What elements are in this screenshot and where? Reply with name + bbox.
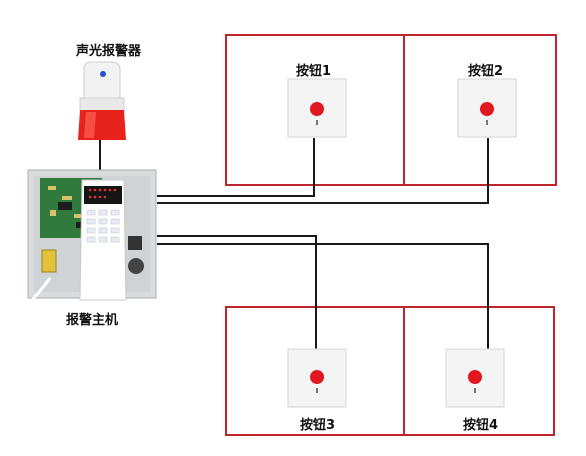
siren-label: 声光报警器 bbox=[76, 44, 142, 59]
siren-device bbox=[78, 61, 126, 140]
emergency-button-2 bbox=[457, 78, 517, 138]
wire-button-3 bbox=[157, 235, 317, 350]
wire-button-1 bbox=[157, 138, 315, 197]
button-3-label: 按钮3 bbox=[300, 418, 336, 433]
emergency-button-3 bbox=[287, 348, 347, 408]
button-1-label: 按钮1 bbox=[296, 64, 332, 79]
emergency-button-1 bbox=[287, 78, 347, 138]
host-label: 报警主机 bbox=[66, 313, 119, 328]
emergency-button-4 bbox=[445, 348, 505, 408]
wiring bbox=[99, 138, 489, 350]
wire-button-4 bbox=[157, 243, 489, 350]
button-4-label: 按钮4 bbox=[463, 418, 499, 433]
room-box-4 bbox=[403, 306, 555, 436]
room-box-2 bbox=[403, 34, 557, 186]
alarm-host-device bbox=[27, 169, 157, 304]
wire-button-2 bbox=[157, 138, 489, 204]
button-2-label: 按钮2 bbox=[468, 64, 504, 79]
